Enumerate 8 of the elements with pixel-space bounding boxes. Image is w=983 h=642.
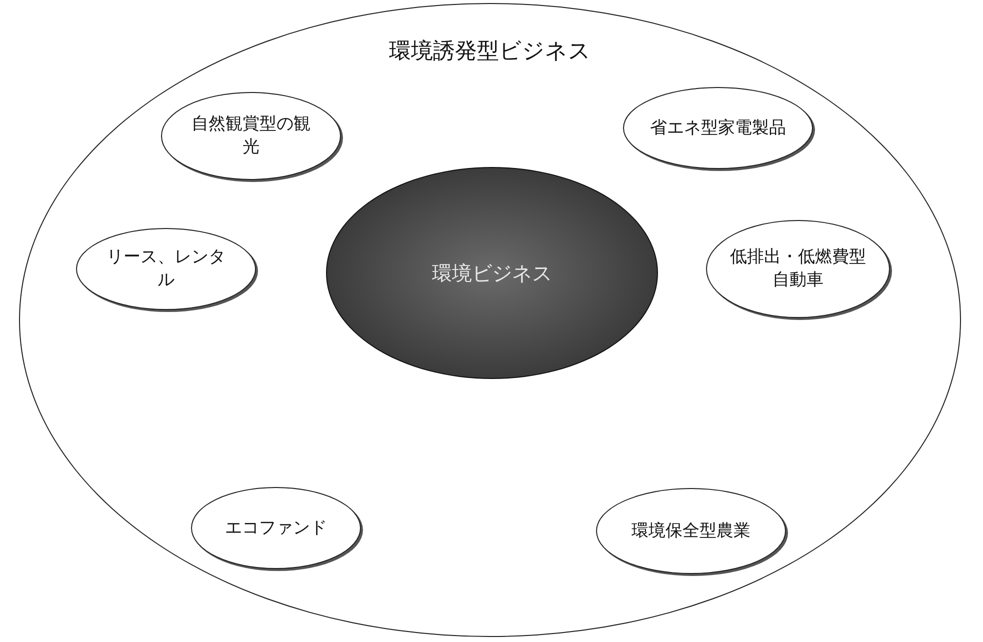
diagram-heading: 環境誘発型ビジネス [389, 38, 591, 66]
category-ellipse: リース、レンタル [76, 228, 256, 310]
category-ellipse: エコファンド [191, 487, 361, 569]
core-ellipse: 環境ビジネス [326, 167, 658, 379]
category-ellipse: 省エネ型家電製品 [623, 87, 813, 169]
category-ellipse: 自然観賞型の観光 [161, 92, 341, 180]
category-ellipse: 低排出・低燃費型自動車 [706, 220, 890, 318]
category-ellipse: 環境保全型農業 [596, 488, 786, 574]
